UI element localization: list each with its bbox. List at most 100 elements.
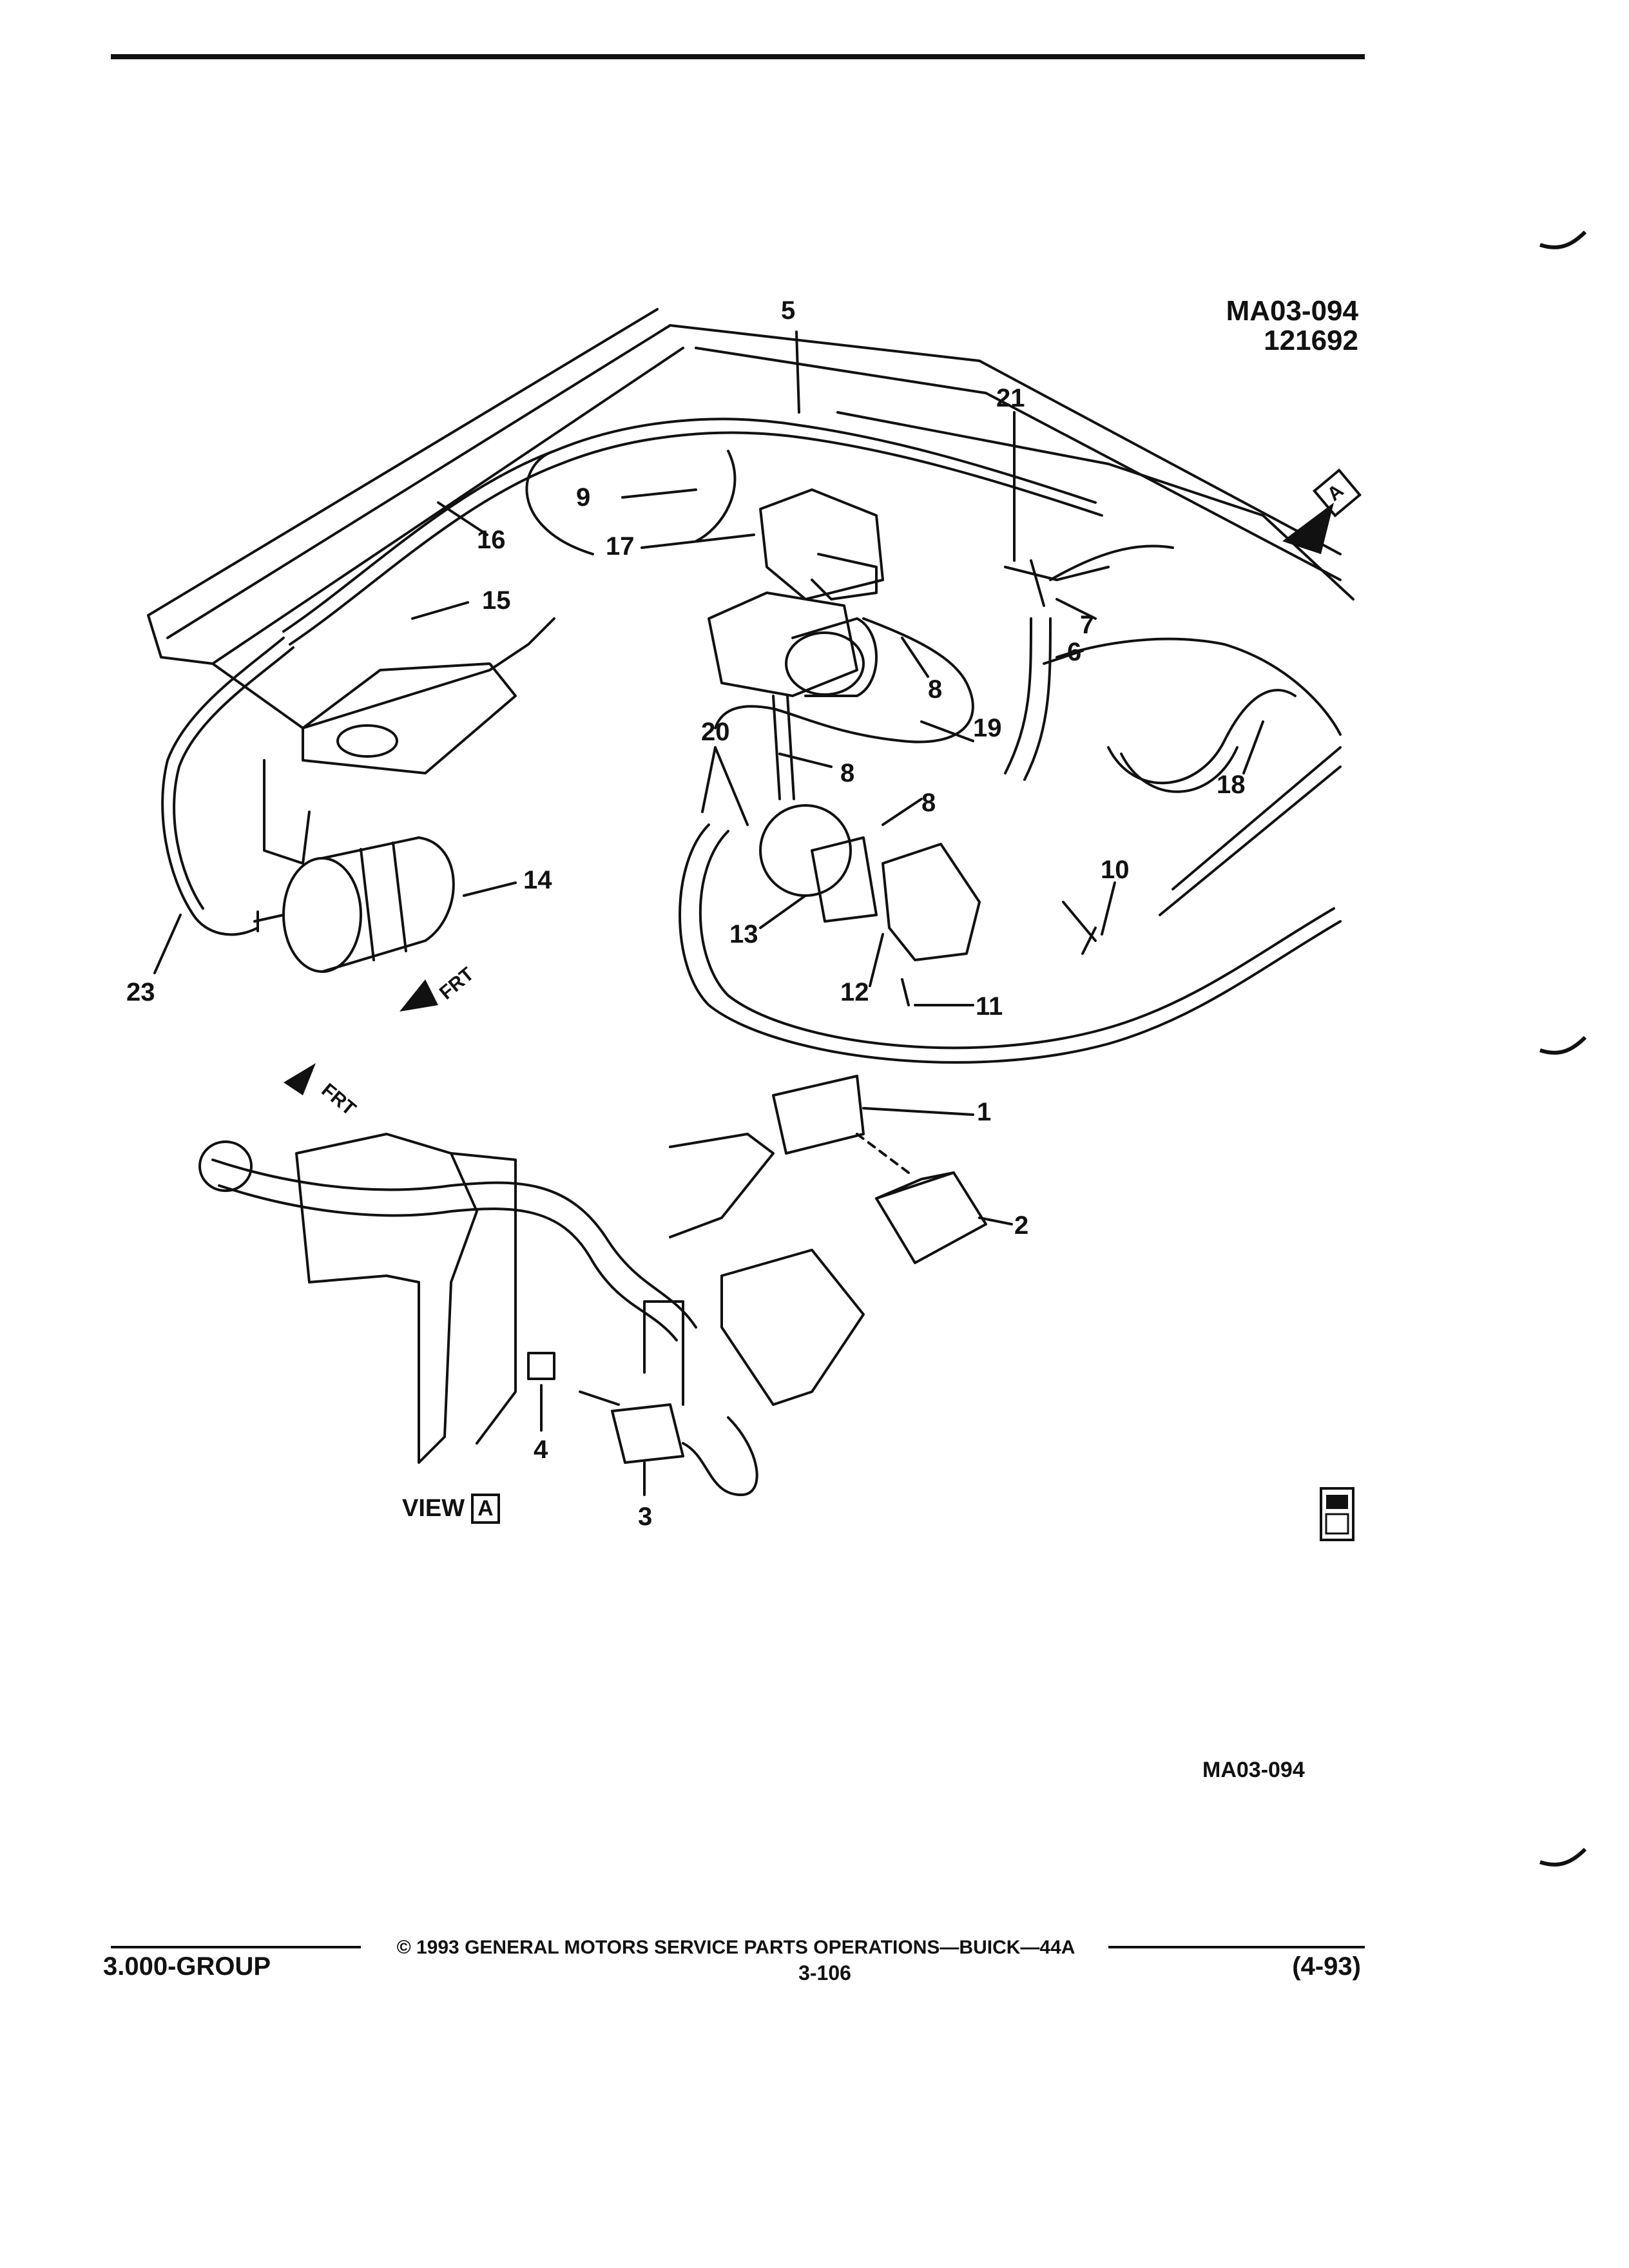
leader-1 bbox=[862, 1107, 974, 1116]
solenoid-3-body bbox=[643, 1300, 684, 1406]
vacuum-hose-5b bbox=[289, 431, 1103, 646]
vacuum-hose-5 bbox=[282, 418, 1097, 633]
fender-line bbox=[669, 324, 1342, 581]
callout-10: 9 bbox=[576, 483, 591, 512]
diagram-code: MA03-094 bbox=[1226, 295, 1358, 327]
footer-page-number: 3-106 bbox=[798, 1961, 851, 1984]
hose-23 bbox=[161, 637, 285, 936]
actuator-body bbox=[708, 591, 858, 697]
callout-18: 17 bbox=[606, 532, 635, 561]
hose-right bbox=[1049, 544, 1174, 581]
footer-group: 3.000-GROUP bbox=[103, 1952, 271, 1981]
view-a-bracket bbox=[295, 1133, 478, 1464]
hose-loop bbox=[525, 450, 737, 555]
view-a-marker-arrow-icon bbox=[1282, 503, 1334, 554]
reservoir-band bbox=[360, 841, 407, 961]
cowl-inner bbox=[211, 617, 555, 729]
tee-fitting-7 bbox=[1004, 559, 1110, 607]
callout-19: 18 bbox=[1217, 771, 1246, 799]
leader-6 bbox=[1043, 649, 1084, 665]
bolt-11 bbox=[1062, 901, 1097, 955]
callout-4: 4 bbox=[534, 1436, 548, 1464]
reservoir-front bbox=[282, 857, 362, 973]
callout-3: 3 bbox=[638, 1503, 653, 1531]
leader-7 bbox=[1055, 598, 1097, 620]
module-2-top bbox=[875, 1171, 955, 1200]
leader-9 bbox=[778, 753, 833, 768]
view-a-marker-box bbox=[1312, 468, 1362, 518]
leader-20 bbox=[920, 720, 974, 742]
leader-18 bbox=[641, 533, 755, 549]
footer-copyright: © 1993 GENERAL MOTORS SERVICE PARTS OPER… bbox=[396, 1937, 1075, 1958]
leader-23 bbox=[153, 914, 182, 974]
switch-bracket-1 bbox=[772, 1075, 865, 1155]
fender-line-2 bbox=[836, 411, 1354, 601]
callout-20: 19 bbox=[973, 714, 1002, 742]
callout-1: 1 bbox=[977, 1098, 992, 1126]
hose-21-loop-b bbox=[699, 830, 1335, 1050]
hose-19b bbox=[1120, 746, 1239, 793]
callout-22: 21 bbox=[996, 384, 1025, 412]
callout-7: 7 bbox=[1080, 611, 1095, 639]
callout-8b: 8 bbox=[921, 789, 936, 817]
leader-15 bbox=[463, 881, 517, 897]
callout-8a: 8 bbox=[928, 675, 943, 704]
binder-mark-3 bbox=[1539, 1847, 1587, 1867]
pedal-assembly bbox=[720, 1249, 865, 1406]
binder-mark-2 bbox=[1539, 1035, 1587, 1055]
callout-21: 20 bbox=[701, 718, 730, 746]
frt-arrow-icon-1 bbox=[400, 979, 438, 1012]
plate-hole bbox=[336, 724, 398, 758]
hose-23b bbox=[173, 646, 294, 910]
diagram-code-block: MA03-094 121692 bbox=[1226, 296, 1358, 356]
vacuum-module-14 bbox=[759, 804, 852, 897]
leader-21 bbox=[701, 746, 749, 826]
leader-2 bbox=[978, 1216, 1013, 1225]
gm-spo-logo-icon bbox=[1320, 1487, 1354, 1541]
leader-10 bbox=[621, 488, 697, 499]
callout-23: 23 bbox=[126, 978, 155, 1006]
leader-11 bbox=[1101, 881, 1116, 936]
stud-4 bbox=[527, 1352, 620, 1406]
actuator-canister bbox=[785, 631, 865, 696]
bracket-13 bbox=[882, 843, 981, 961]
leader-5 bbox=[795, 331, 800, 414]
leader-19 bbox=[1242, 720, 1264, 774]
callout-16: 15 bbox=[482, 586, 511, 615]
actuator-canister-side bbox=[791, 617, 878, 697]
switch-bracket-1-arm bbox=[669, 1133, 775, 1238]
servo-18-bracket bbox=[811, 553, 878, 601]
view-letter-box: A bbox=[471, 1494, 500, 1524]
reservoir-fitting bbox=[253, 910, 285, 932]
callout-9: 8 bbox=[840, 759, 855, 787]
leader-17 bbox=[437, 501, 488, 536]
callout-6: 6 bbox=[1067, 638, 1082, 666]
callout-11: 10 bbox=[1101, 856, 1130, 884]
callout-13: 12 bbox=[840, 978, 869, 1006]
bottom-diagram-code: MA03-094 bbox=[1202, 1758, 1305, 1782]
bracket-drop bbox=[263, 759, 311, 865]
view-a-dash-to-1 bbox=[856, 1133, 910, 1174]
binder-mark-1 bbox=[1539, 230, 1587, 249]
servo-18 bbox=[759, 488, 884, 601]
view-a-label: VIEW A bbox=[402, 1494, 500, 1524]
hose-19 bbox=[1107, 689, 1296, 785]
hose-6 bbox=[1004, 617, 1032, 774]
view-a-harness-b bbox=[218, 1184, 678, 1341]
diagram-date-code: 121692 bbox=[1264, 325, 1358, 357]
callout-14: 13 bbox=[729, 920, 758, 948]
hose-right-rail bbox=[1159, 746, 1342, 916]
view-label-text: VIEW bbox=[402, 1495, 465, 1523]
rod-9 bbox=[772, 695, 795, 800]
reservoir-body bbox=[321, 836, 455, 973]
vacuum-module-bracket bbox=[811, 836, 878, 923]
hose-21-loop bbox=[679, 823, 1342, 1064]
cowl-panel bbox=[147, 308, 684, 665]
leader-16 bbox=[411, 601, 469, 620]
bolt-12 bbox=[901, 978, 910, 1006]
view-a-harness bbox=[211, 1158, 697, 1329]
callout-2: 2 bbox=[1014, 1211, 1029, 1240]
callout-17: 16 bbox=[477, 526, 506, 554]
leader-8b bbox=[882, 798, 923, 826]
frt-arrow-icon-2 bbox=[284, 1063, 316, 1095]
